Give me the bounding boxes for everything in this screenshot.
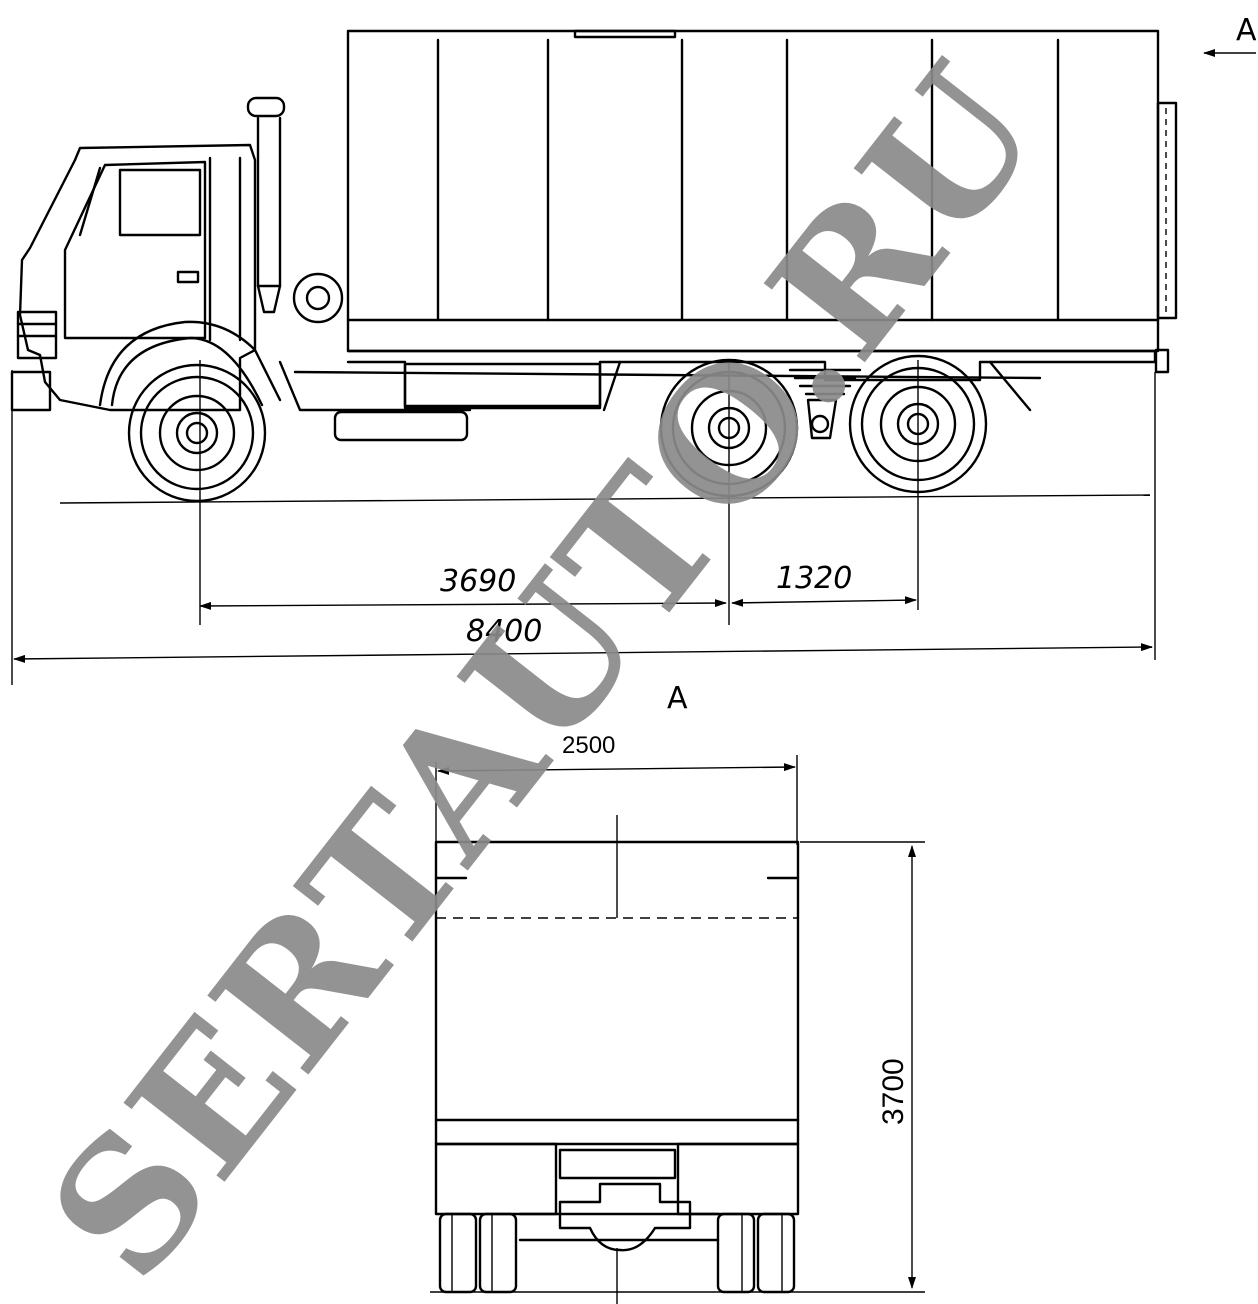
cab: [10, 96, 344, 412]
view-direction-marker: A: [1236, 13, 1257, 48]
dimension-2500: 2500: [562, 732, 615, 759]
side-dimension-lines: [11, 49, 1256, 685]
chassis-frame: [278, 348, 1170, 442]
dimension-3700: 3700: [877, 1058, 910, 1125]
dimension-8400: 8400: [466, 614, 542, 649]
watermark: SERTAUTO.RU: [10, 28, 1080, 1304]
dimension-1320: 1320: [776, 561, 852, 596]
rear-dual-wheels-left: [438, 1212, 518, 1294]
dimension-3690: 3690: [440, 564, 516, 599]
front-wheel: [127, 363, 267, 503]
side-view: 3690 1320 8400 A: [10, 13, 1257, 685]
view-a-title: A: [667, 681, 688, 716]
rear-view: A 2500: [430, 681, 925, 1304]
rear-dual-wheels-right: [716, 1212, 796, 1294]
